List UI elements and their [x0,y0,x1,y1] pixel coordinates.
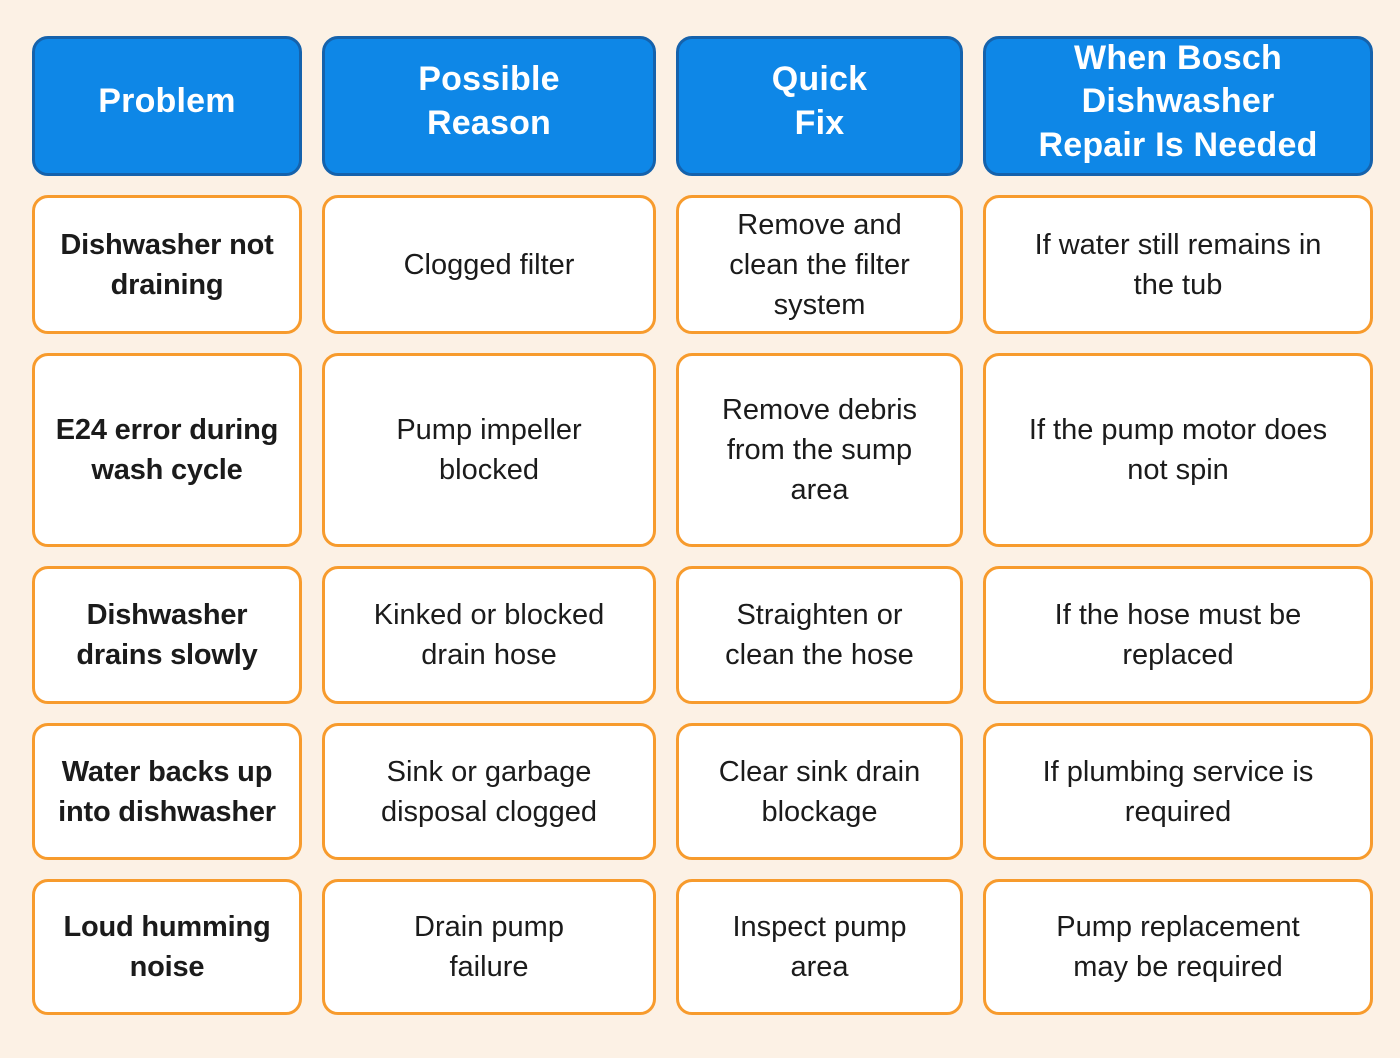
cell-row1-reason: Clogged filter [322,195,656,334]
cell-row5-problem: Loud humming noise [32,879,302,1015]
cell-row4-reason: Sink or garbage disposal clogged [322,723,656,860]
cell-row5-reason: Drain pump failure [322,879,656,1015]
cell-row4-fix: Clear sink drain blockage [676,723,963,860]
troubleshooting-table: Problem Possible Reason Quick Fix When B… [32,36,1373,1015]
header-possible-reason: Possible Reason [322,36,656,176]
cell-row1-problem: Dishwasher not draining [32,195,302,334]
cell-row3-problem: Dishwasher drains slowly [32,566,302,704]
cell-row2-fix: Remove debris from the sump area [676,353,963,547]
cell-row5-repair: Pump replacement may be required [983,879,1373,1015]
cell-row5-fix: Inspect pump area [676,879,963,1015]
cell-row2-problem: E24 error during wash cycle [32,353,302,547]
cell-row1-fix: Remove and clean the filter system [676,195,963,334]
header-problem: Problem [32,36,302,176]
cell-row4-repair: If plumbing service is required [983,723,1373,860]
cell-row1-repair: If water still remains in the tub [983,195,1373,334]
cell-row3-reason: Kinked or blocked drain hose [322,566,656,704]
cell-row3-repair: If the hose must be replaced [983,566,1373,704]
cell-row4-problem: Water backs up into dishwasher [32,723,302,860]
cell-row3-fix: Straighten or clean the hose [676,566,963,704]
header-repair-needed: When Bosch Dishwasher Repair Is Needed [983,36,1373,176]
header-quick-fix: Quick Fix [676,36,963,176]
cell-row2-repair: If the pump motor does not spin [983,353,1373,547]
cell-row2-reason: Pump impeller blocked [322,353,656,547]
